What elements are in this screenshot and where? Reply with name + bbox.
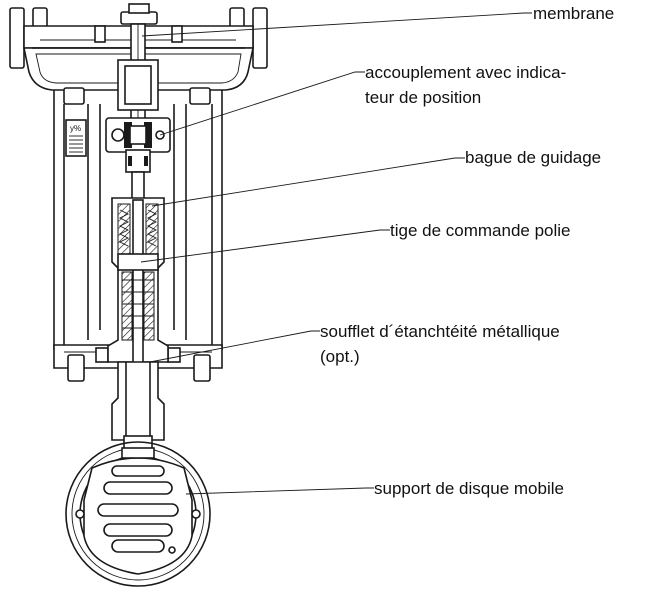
leader-disc-holder xyxy=(185,487,374,495)
label-membrane: membrane xyxy=(533,4,614,23)
label-bellows-line1: soufflet d´étanchtéité métallique xyxy=(320,322,560,341)
labels: membrane accouplement avec indica- teur … xyxy=(320,4,614,498)
label-disc-holder: support de disque mobile xyxy=(374,479,564,498)
leader-lines xyxy=(140,12,532,495)
label-coupling-line1: accouplement avec indica- xyxy=(365,63,566,82)
leader-membrane xyxy=(141,12,532,37)
valve-neck xyxy=(111,361,165,451)
label-guide-ring: bague de guidage xyxy=(465,148,601,167)
stem-assembly xyxy=(105,23,171,201)
leader-guide-ring xyxy=(151,157,465,207)
valve-body xyxy=(65,441,211,587)
leader-bellows xyxy=(149,330,320,363)
position-scale xyxy=(69,135,83,153)
bonnet-assembly xyxy=(107,197,169,371)
leader-coupling xyxy=(159,71,365,136)
label-stem: tige de commande polie xyxy=(390,221,571,240)
scale-marking: y% xyxy=(70,124,81,133)
label-coupling-line2: teur de position xyxy=(365,88,481,107)
label-bellows-line2: (opt.) xyxy=(320,347,360,366)
yoke-frame: y% xyxy=(53,90,223,382)
leader-stem xyxy=(140,229,390,263)
